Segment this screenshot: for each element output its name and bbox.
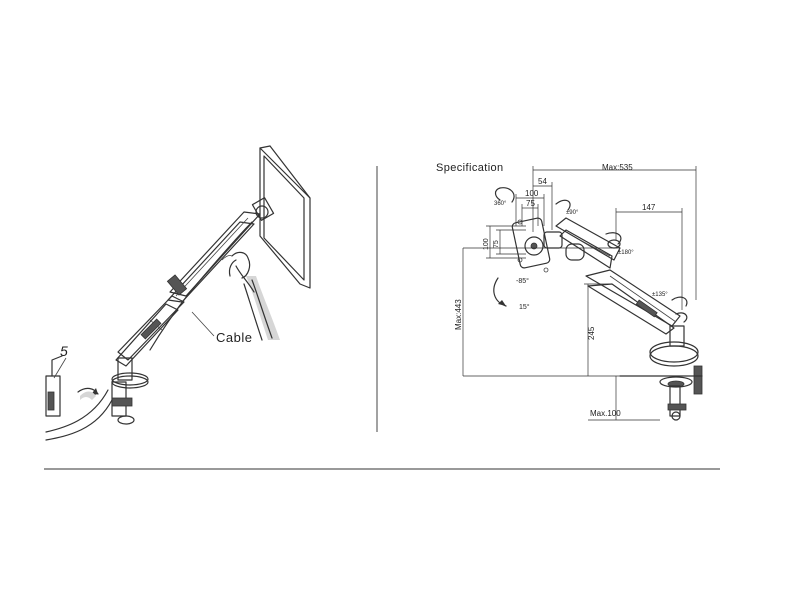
dim-100-left: 100 <box>483 238 490 250</box>
lower-arm <box>115 295 185 367</box>
spec-upper-arm <box>555 217 622 269</box>
step-leader-line <box>53 357 67 379</box>
dim-147: 147 <box>642 203 656 212</box>
cable-label: Cable <box>216 330 252 345</box>
monitor <box>259 145 311 289</box>
tilt-arrows <box>493 187 571 307</box>
hand-inserting-cable <box>221 251 280 341</box>
cable <box>45 221 253 441</box>
dim-75-top: 75 <box>526 199 535 208</box>
dim-54: 54 <box>538 177 547 186</box>
angle-swivel1: ±90° <box>566 210 579 216</box>
step-number: 5 <box>60 343 68 359</box>
tilt-head <box>251 197 275 221</box>
vesa-plate <box>511 217 563 273</box>
dim-75-left: 75 <box>493 240 500 248</box>
angle-360: 360° <box>494 201 507 207</box>
dim-max-reach: Max:535 <box>602 163 633 172</box>
spec-pole-base <box>619 325 703 421</box>
clip-detail <box>45 355 99 417</box>
height-dimensions <box>462 247 660 421</box>
angle-minus85: -85° <box>516 277 529 285</box>
dim-100-top: 100 <box>525 189 539 198</box>
spec-title: Specification <box>436 162 504 174</box>
install-illustration: 5 Cable <box>45 145 311 441</box>
top-dimensions <box>515 166 697 310</box>
angle-15: 15° <box>519 303 530 311</box>
angle-swivel2: ±180° <box>618 250 634 256</box>
dim-max-height: Max:443 <box>454 299 463 330</box>
dim-max-clamp: Max.100 <box>590 409 621 418</box>
angle-swivel3: ±135° <box>652 292 668 298</box>
specification-drawing: Specification Max:535 54 100 75 147 <box>436 162 703 421</box>
upper-arm <box>166 211 261 303</box>
dim-245: 245 <box>587 326 596 340</box>
spec-lower-arm <box>585 269 688 335</box>
pole-base <box>111 357 149 425</box>
vesa-dimensions <box>486 225 526 259</box>
